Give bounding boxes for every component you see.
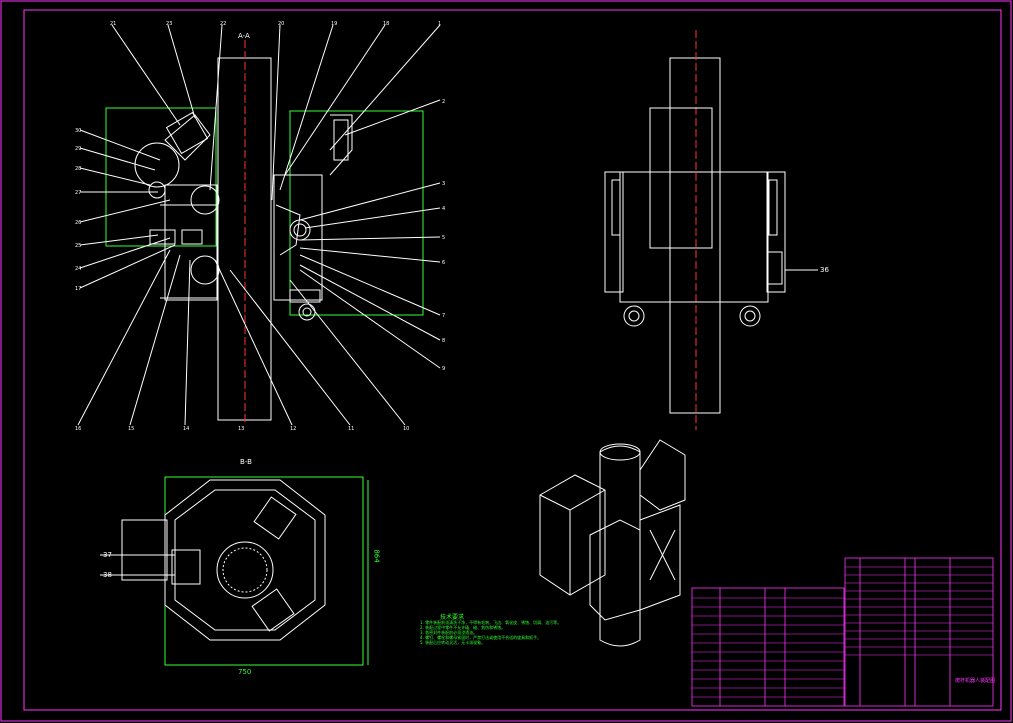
leader-label-13: 13: [238, 426, 245, 432]
leader-label-11: 11: [348, 426, 355, 432]
tech-requirements-title: 技术要求: [440, 614, 465, 621]
leader-label-24: 24: [75, 266, 82, 272]
leader-label-30: 30: [75, 128, 82, 134]
title-block-rows: [692, 566, 993, 698]
leader-label-9: 9: [442, 366, 446, 372]
tech-line-1: 1. 零件装配前须清洗干净，不得有毛刺、飞边、氧化皮、锈蚀、切屑、油污等。: [420, 620, 562, 625]
dim-width-750: 750: [238, 668, 252, 676]
leader-label-25: 25: [75, 243, 82, 249]
leader-label-28: 28: [75, 166, 82, 172]
leader-label-29: 29: [75, 146, 82, 152]
tech-line-5: 5. 装配后应转动灵活，无卡滞现象。: [420, 640, 486, 645]
leader-label-14: 14: [183, 426, 190, 432]
leader-label-2: 2: [442, 99, 446, 105]
leader-label-17: 17: [75, 286, 82, 292]
tech-requirements: 技术要求 1. 零件装配前须清洗干净，不得有毛刺、飞边、氧化皮、锈蚀、切屑、油污…: [420, 615, 562, 646]
leader-label-19: 19: [331, 21, 338, 27]
leader-label-6: 6: [442, 260, 446, 266]
leader-label-27: 27: [75, 190, 82, 196]
leader-label-26: 26: [75, 220, 82, 226]
leader-label-16: 16: [75, 426, 82, 432]
leader-label-10: 10: [403, 426, 410, 432]
dim-height-864: 864: [372, 549, 381, 563]
inner-frame: [23, 9, 1002, 711]
title-block-grid: [691, 557, 994, 707]
leader-label-8: 8: [442, 338, 446, 344]
tech-line-4: 4. 螺钉、螺栓和螺母紧固时，严禁打击或使用不合适的旋具和扳手。: [420, 635, 542, 640]
leader-label-12: 12: [290, 426, 297, 432]
leader-36: 36: [820, 266, 829, 274]
leader-label-21: 21: [110, 21, 117, 27]
leader-label-18: 18: [383, 21, 390, 27]
leader-label-22: 22: [220, 21, 227, 27]
drawing-title: 爬杆机器人装配图: [955, 678, 996, 684]
leader-label-1: 1: [438, 21, 442, 27]
leader-label-20: 20: [278, 21, 285, 27]
leader-label-7: 7: [442, 313, 446, 319]
section-bb-label: B-B: [240, 458, 252, 466]
leader-label-4: 4: [442, 206, 446, 212]
leader-37: 37: [103, 551, 112, 559]
tech-line-2: 2. 装配过程中零件不允许磕、碰、划伤和锈蚀。: [420, 625, 506, 630]
leader-label-15: 15: [128, 426, 135, 432]
isometric-view: [539, 439, 686, 647]
leader-label-5: 5: [442, 235, 446, 241]
section-aa-label: A-A: [238, 32, 250, 40]
leader-label-23: 23: [166, 21, 173, 27]
tech-line-3: 3. 各密封件装配前必须浸透油。: [420, 630, 478, 635]
leader-label-3: 3: [442, 181, 446, 187]
section-bb-view: [100, 476, 369, 666]
front-section-view: [77, 24, 441, 426]
side-view: [604, 30, 818, 430]
leader-38: 38: [103, 571, 112, 579]
